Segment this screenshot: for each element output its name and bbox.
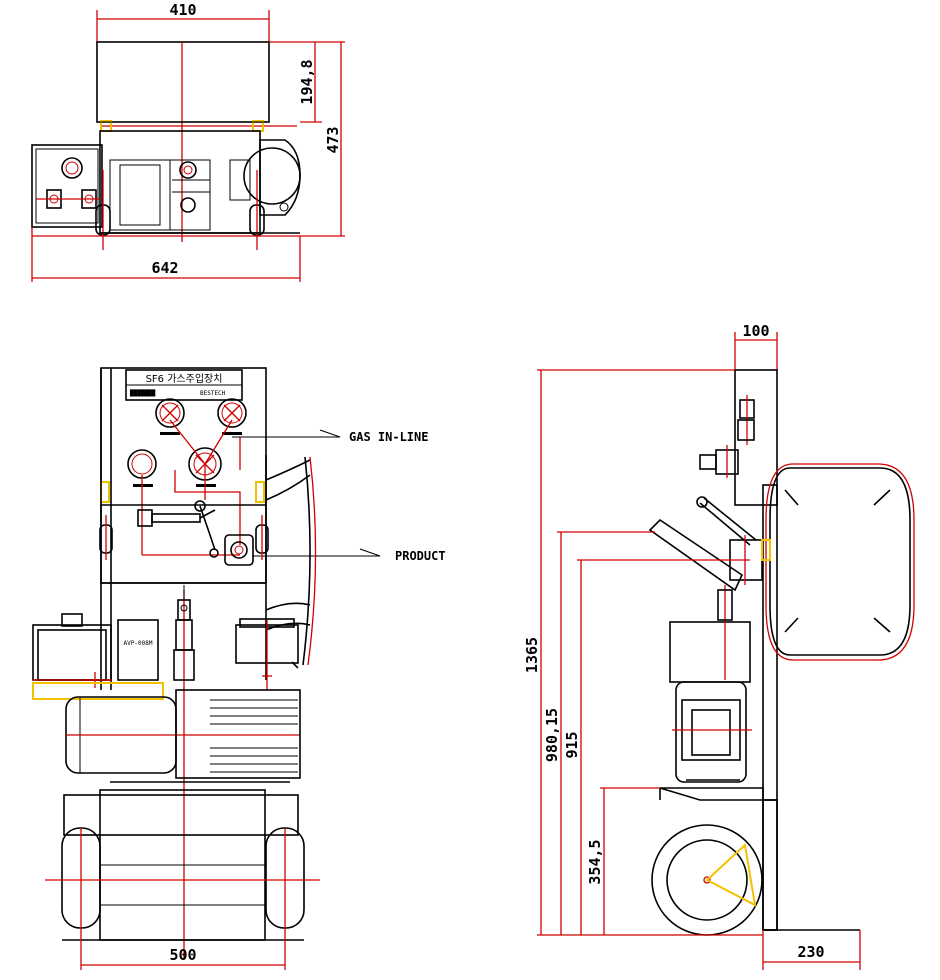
dim-100: 100 — [742, 322, 769, 340]
panel-title: SF6 가스주입장치 — [146, 372, 223, 385]
dim-500: 500 — [169, 946, 196, 964]
pump-label: AVP-008M — [124, 640, 153, 647]
dim-410: 410 — [169, 1, 196, 19]
dim-194-8: 194,8 — [298, 59, 316, 104]
dim-473: 473 — [324, 126, 342, 153]
dim-980-15: 980,15 — [543, 708, 561, 762]
callout-gas-in-line: GAS IN-LINE — [349, 430, 428, 444]
side-view: 100 — [523, 322, 915, 970]
dim-354-5: 354,5 — [586, 839, 604, 884]
dim-1365: 1365 — [523, 637, 541, 673]
dim-642: 642 — [151, 259, 178, 277]
front-view: SF6 가스주입장치 ███████ BESTECH GAS — [32, 367, 446, 970]
dim-230: 230 — [797, 943, 824, 961]
dim-915: 915 — [563, 731, 581, 758]
panel-code: ███████ — [129, 389, 156, 397]
panel-brand: BESTECH — [200, 390, 226, 397]
top-view: 410 — [31, 1, 345, 282]
callout-product: PRODUCT — [395, 549, 446, 563]
